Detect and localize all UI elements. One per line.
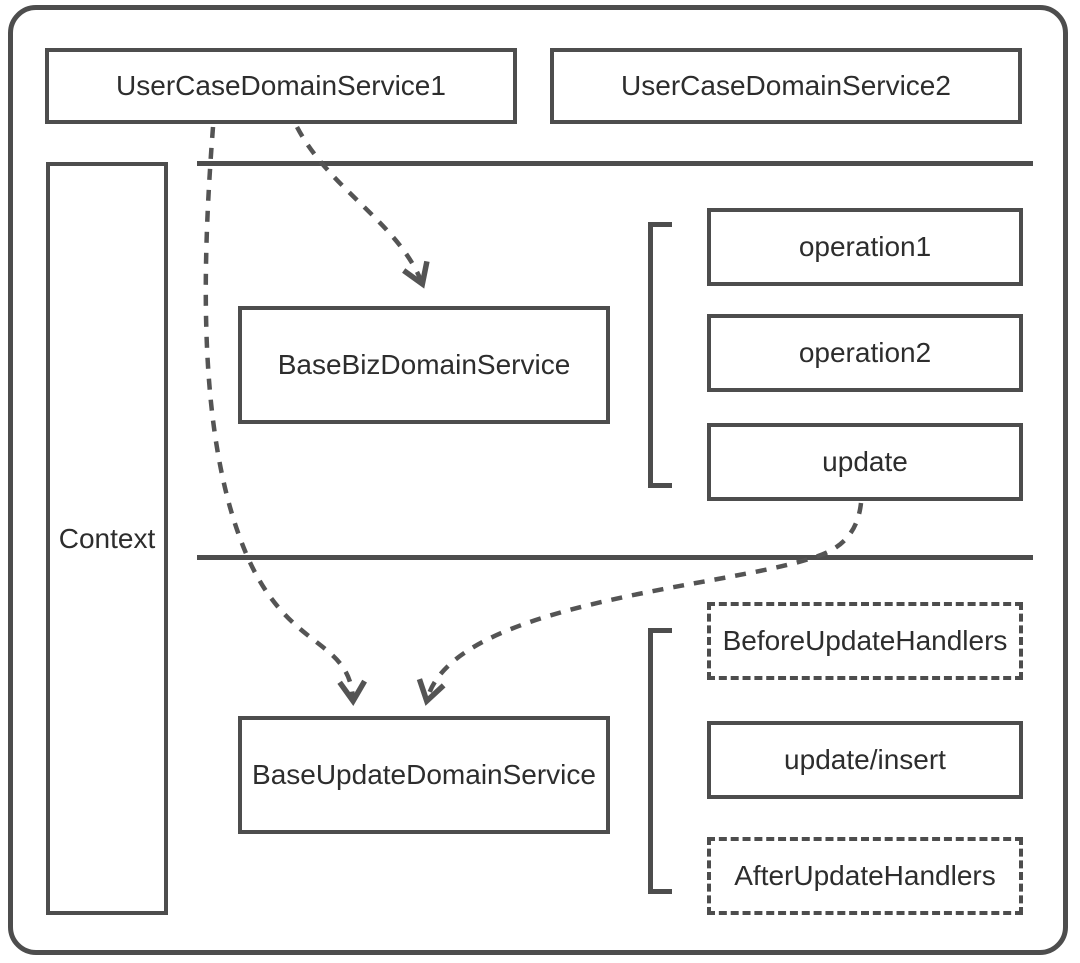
box-label: operation1 xyxy=(798,231,932,262)
section-divider-bottom xyxy=(197,555,1033,560)
box-update-insert: update/insert xyxy=(707,721,1023,799)
box-label: BaseUpdateDomainService xyxy=(252,759,596,790)
diagram-outer-frame xyxy=(8,5,1068,955)
section-divider-top xyxy=(197,161,1033,166)
box-label: BaseBizDomainService xyxy=(277,349,571,380)
box-before-update-handlers: BeforeUpdateHandlers xyxy=(707,602,1023,680)
box-label: BeforeUpdateHandlers xyxy=(722,625,1008,656)
box-label: operation2 xyxy=(798,337,932,368)
box-operation2: operation2 xyxy=(707,314,1023,392)
box-label: UserCaseDomainService1 xyxy=(116,70,446,101)
box-label: Context xyxy=(58,522,156,554)
box-context: Context xyxy=(46,162,168,915)
box-after-update-handlers: AfterUpdateHandlers xyxy=(707,837,1023,915)
bracket-update-operations xyxy=(648,628,672,894)
box-base-update-domain-service: BaseUpdateDomainService xyxy=(238,716,610,834)
box-label: UserCaseDomainService2 xyxy=(621,70,951,101)
box-user-case-domain-service-1: UserCaseDomainService1 xyxy=(45,48,517,124)
box-label: update xyxy=(822,446,908,477)
box-update: update xyxy=(707,423,1023,501)
box-base-biz-domain-service: BaseBizDomainService xyxy=(238,306,610,424)
box-label: AfterUpdateHandlers xyxy=(734,860,996,891)
bracket-biz-operations xyxy=(648,222,672,488)
box-user-case-domain-service-2: UserCaseDomainService2 xyxy=(550,48,1022,124)
box-operation1: operation1 xyxy=(707,208,1023,286)
box-label: update/insert xyxy=(784,744,946,775)
